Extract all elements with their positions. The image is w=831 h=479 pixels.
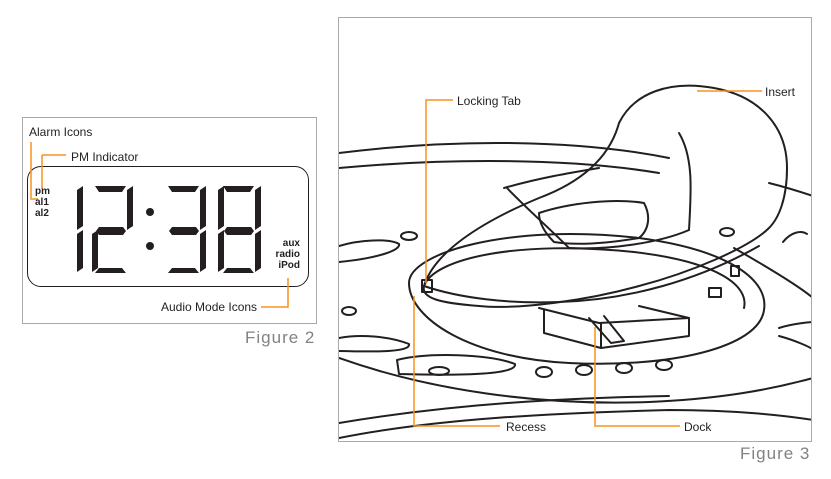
recess-ellipse <box>408 233 766 365</box>
alarm-indicator-column: pm al1 al2 <box>35 186 50 219</box>
base-top-curve <box>339 142 670 159</box>
audio-mode-icons-label: Audio Mode Icons <box>161 300 258 314</box>
locking-tab <box>421 279 433 293</box>
audio-mode-column: aux radio iPod <box>268 238 300 271</box>
figure-3-caption: Figure 3 <box>740 444 811 463</box>
alarm-icons-label: Alarm Icons <box>29 125 93 139</box>
audio-mode-radio: radio <box>275 249 300 260</box>
base-right-curve <box>768 182 811 197</box>
insert-shape <box>422 84 788 308</box>
pm-indicator: pm <box>35 186 50 197</box>
lcd-time-digits <box>77 186 261 273</box>
audio-mode-aux: aux <box>282 238 300 249</box>
dock-slot <box>538 305 690 324</box>
docking-illustration <box>339 84 811 439</box>
figure-2-caption: Figure 2 <box>245 328 316 347</box>
figure-2-frame <box>22 117 317 324</box>
figure-2-leader-lines <box>30 142 289 308</box>
alarm-1-icon: al1 <box>35 197 49 208</box>
lcd-display <box>27 166 309 287</box>
recess-label: Recess <box>506 420 547 434</box>
pm-indicator-label: PM Indicator <box>71 150 139 164</box>
figure-3-frame <box>338 17 812 442</box>
left-button <box>339 239 401 263</box>
insert-label: Insert <box>765 85 796 99</box>
locking-tab-label: Locking Tab <box>457 94 521 108</box>
dock-label: Dock <box>684 420 712 434</box>
audio-mode-ipod: iPod <box>278 260 300 271</box>
alarm-2-icon: al2 <box>35 208 49 219</box>
base-front-curve <box>339 357 811 404</box>
